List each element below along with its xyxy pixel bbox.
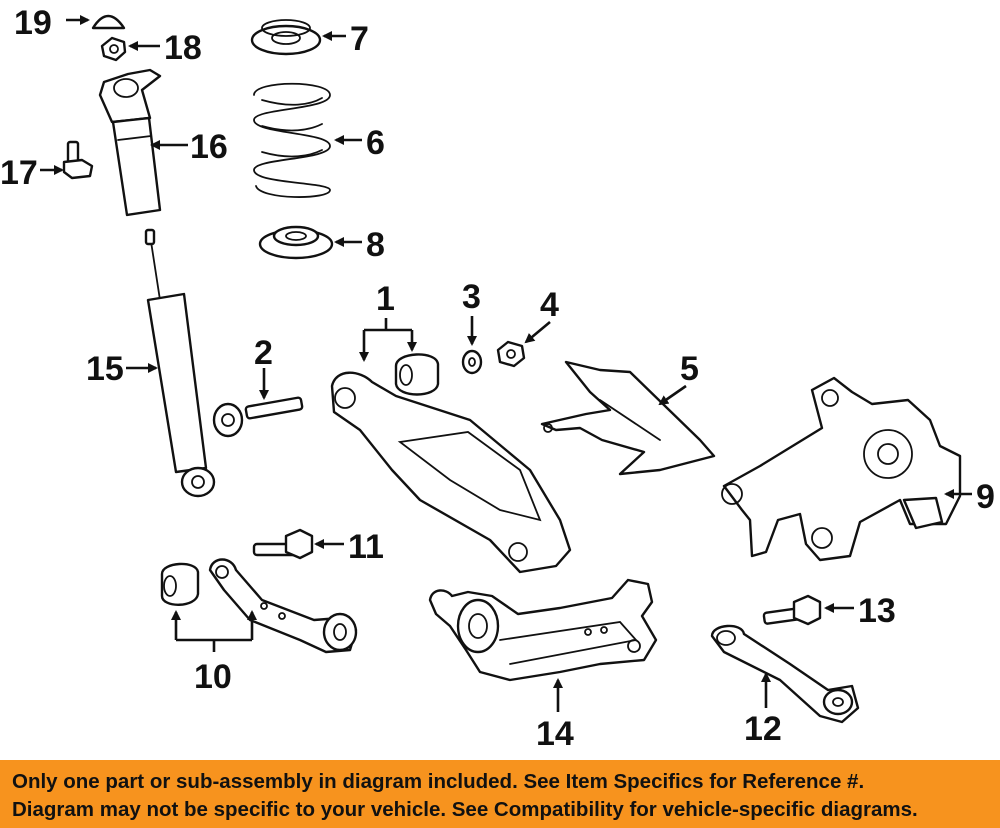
callout-17: 17 [0,154,38,192]
part-2-bolt: 2 [212,334,304,438]
callout-2: 2 [254,334,273,372]
part-9-knuckle: 9 [721,376,995,562]
callout-13: 13 [858,592,896,630]
callout-4: 4 [540,286,559,324]
disclaimer-banner: Only one part or sub-assembly in diagram… [0,760,1000,828]
callout-6: 6 [366,124,385,162]
part-4-nut: 4 [496,286,559,368]
part-19-bump-cap: 19 [14,4,126,42]
part-8-lower-seat: 8 [258,225,385,264]
callout-8: 8 [366,226,385,264]
callout-10: 10 [194,658,232,696]
part-14-trailing-arm: 14 [428,578,658,753]
part-1-lower-arm: 1 [330,280,572,574]
callout-15: 15 [86,350,124,388]
callout-7: 7 [350,20,369,58]
part-6-coil-spring: 6 [253,82,385,198]
callout-12: 12 [744,710,782,748]
part-18-nut: 18 [100,29,202,67]
suspension-parts-diagram: 19 18 16 17 15 7 [0,4,995,753]
callout-5: 5 [680,350,699,388]
callout-14: 14 [536,715,574,753]
part-10-lateral-link: 10 [160,558,358,696]
disclaimer-line-2: Diagram may not be specific to your vehi… [12,798,918,821]
callout-3: 3 [462,278,481,316]
part-3-washer: 3 [461,278,483,375]
part-17-bolt: 17 [0,140,94,192]
callout-1: 1 [376,280,395,318]
part-7-upper-seat: 7 [250,19,369,58]
part-15-shock-absorber: 15 [86,228,216,498]
part-5-shield: 5 [540,350,716,476]
callout-16: 16 [190,128,228,166]
callout-9: 9 [976,478,995,516]
part-12-rear-link: 12 [710,624,860,748]
callout-11: 11 [348,528,384,566]
callout-19: 19 [14,4,52,42]
disclaimer-line-1: Only one part or sub-assembly in diagram… [12,770,865,793]
callout-18: 18 [164,29,202,67]
part-13-bolt: 13 [762,592,896,630]
part-16-upper-mount: 16 [98,68,228,217]
part-11-bolt: 11 [252,528,384,566]
